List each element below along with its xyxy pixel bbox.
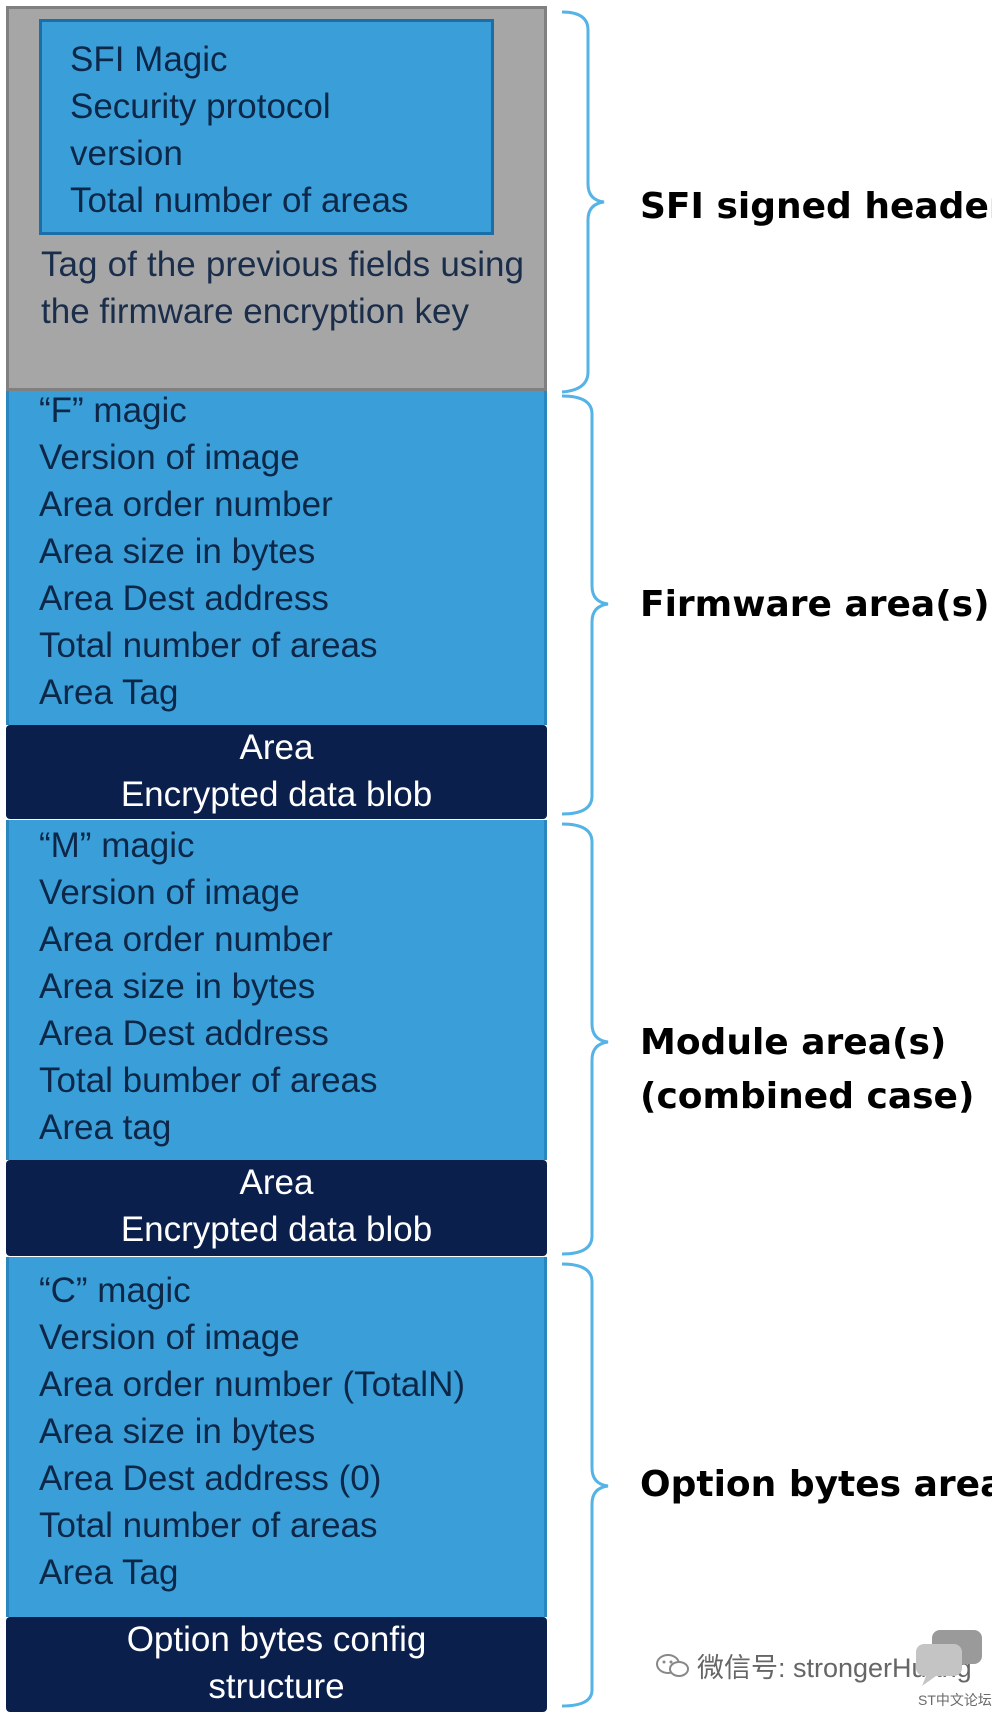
field-area-dest-address: Area Dest address (0) (39, 1459, 382, 1498)
field-total-areas: Total number of areas (39, 1506, 378, 1545)
config-line-1: Option bytes config (126, 1620, 427, 1659)
field-area-size: Area size in bytes (39, 967, 316, 1006)
brace-option-bytes-area (561, 1262, 609, 1708)
config-line-2: structure (208, 1667, 345, 1706)
field-area-order-number: Area order number (39, 485, 333, 524)
label-option-bytes-area: Option bytes area (640, 1464, 992, 1505)
brace-sfi-header (561, 10, 605, 394)
field-version-of-image: Version of image (39, 1318, 300, 1357)
label-firmware-area: Firmware area(s) (640, 584, 990, 625)
field-area-dest-address: Area Dest address (39, 1014, 329, 1053)
option-bytes-config-block: Option bytes config structure (6, 1617, 547, 1712)
forum-logo-icon (916, 1630, 982, 1686)
field-area-size: Area size in bytes (39, 532, 316, 571)
field-m-magic: “M” magic (39, 826, 195, 865)
field-area-order-number: Area order number (39, 920, 333, 959)
field-version-of-image: Version of image (39, 873, 300, 912)
field-area-dest-address: Area Dest address (39, 579, 329, 618)
option-bytes-fields-block: “C” magic Version of image Area order nu… (6, 1257, 547, 1617)
field-area-tag: Area Tag (39, 1553, 179, 1592)
blob-line-2: Encrypted data blob (120, 775, 433, 814)
logo-caption: ST中文论坛 (918, 1692, 992, 1708)
firmware-blob-block: Area Encrypted data blob (6, 725, 547, 819)
firmware-area-fields-block: “F” magic Version of image Area order nu… (6, 391, 547, 725)
module-area-fields-block: “M” magic Version of image Area order nu… (6, 820, 547, 1160)
field-area-size: Area size in bytes (39, 1412, 316, 1451)
label-combined-case: (combined case) (640, 1076, 975, 1117)
blob-line-2: Encrypted data blob (120, 1210, 433, 1249)
field-area-order-number: Area order number (TotalN) (39, 1365, 465, 1404)
wechat-icon (656, 1653, 689, 1677)
field-version: version (70, 134, 183, 173)
sfi-header-fields: SFI Magic Security protocol version Tota… (39, 19, 494, 235)
label-module-area: Module area(s) (640, 1022, 947, 1063)
field-sfi-magic: SFI Magic (70, 40, 228, 79)
field-security-protocol: Security protocol (70, 87, 331, 126)
header-tag-text: Tag of the previous fields using the fir… (41, 245, 524, 331)
brace-module-area (561, 822, 609, 1256)
field-area-tag: Area Tag (39, 673, 179, 712)
field-f-magic: “F” magic (39, 391, 187, 430)
field-area-tag: Area tag (39, 1108, 172, 1147)
field-total-areas: Total bumber of areas (39, 1061, 378, 1100)
blob-line-1: Area (239, 1163, 314, 1202)
field-c-magic: “C” magic (39, 1271, 191, 1310)
module-blob-block: Area Encrypted data blob (6, 1160, 547, 1256)
label-sfi-signed-header: SFI signed header (640, 186, 992, 227)
field-version-of-image: Version of image (39, 438, 300, 477)
field-total-areas: Total number of areas (39, 626, 378, 665)
brace-firmware-area (561, 394, 609, 816)
blob-line-1: Area (239, 728, 314, 767)
field-total-areas: Total number of areas (70, 181, 409, 220)
sfi-header-block: SFI Magic Security protocol version Tota… (6, 6, 547, 391)
